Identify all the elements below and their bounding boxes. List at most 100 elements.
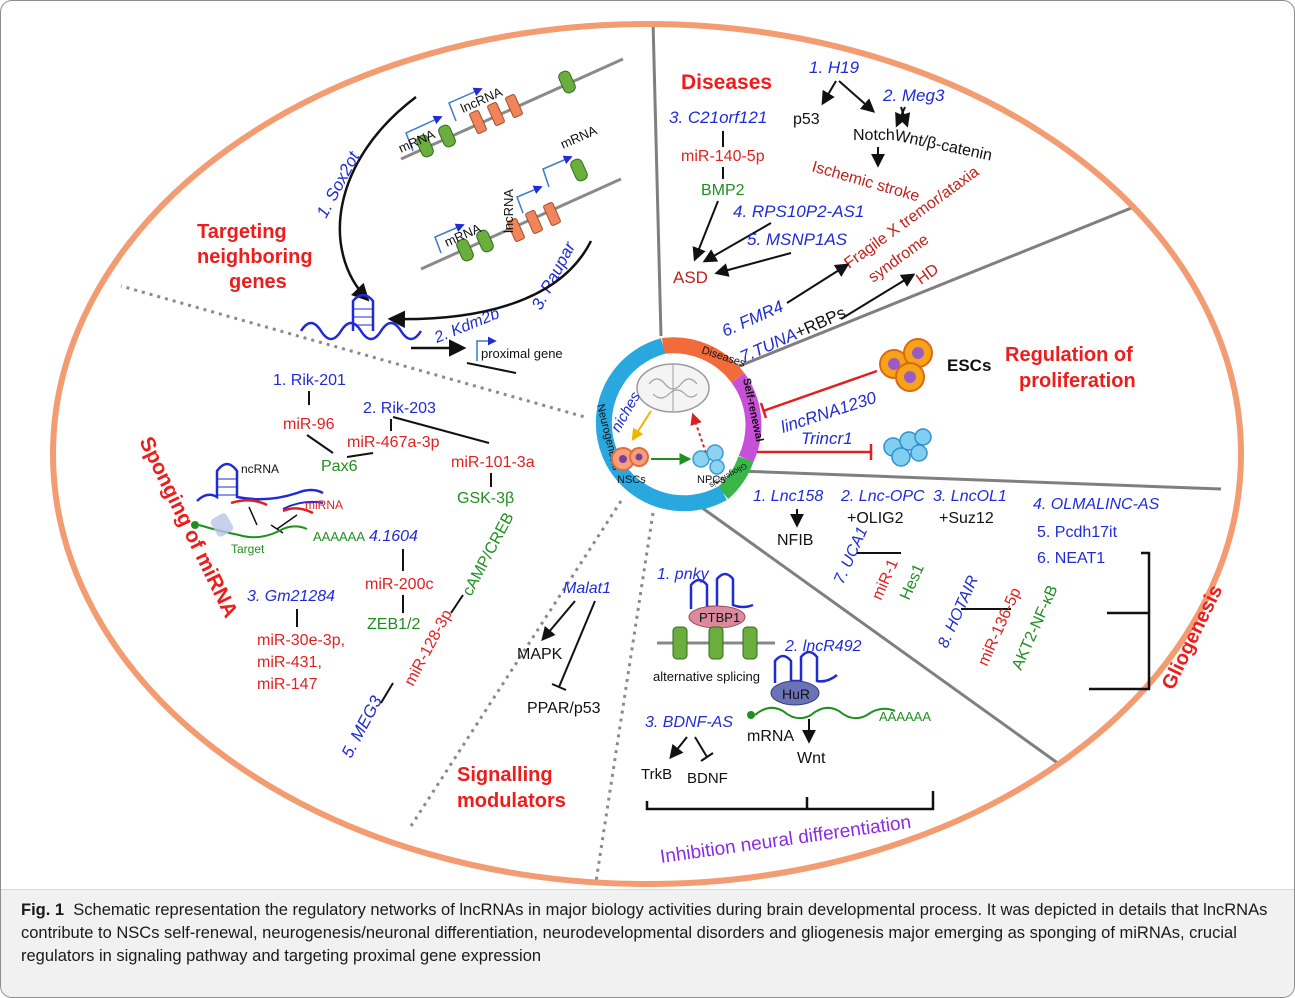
p53-label: p53 <box>793 111 820 128</box>
gm21284-label: 3. Gm21284 <box>247 588 335 605</box>
signalling-heading-1: Signalling <box>457 764 553 786</box>
section-signalling: Signalling modulators Malat1 MAPK PPAR/p… <box>457 580 611 812</box>
target-label: Target <box>231 542 265 556</box>
mir-101-3a-label: miR-101-3a <box>451 454 535 471</box>
msnp1as-label: 5. MSNP1AS <box>747 230 848 249</box>
camp-creb-label: cAMP/CREB <box>460 510 518 599</box>
gene-locus-1: mRNA lncRNA <box>396 70 576 158</box>
caption-text: Schematic representation the regulatory … <box>21 901 1268 965</box>
gliogenesis-heading: Gliogenesis <box>1158 582 1227 694</box>
gsk-3b-label: GSK-3β <box>457 490 514 507</box>
asd-label: ASD <box>673 268 708 287</box>
bdnf-label: BDNF <box>687 770 728 787</box>
mir-200c-label: miR-200c <box>365 576 433 593</box>
outer-oval <box>50 21 1244 887</box>
h19-label: 1. H19 <box>809 58 860 77</box>
figure-caption: Fig. 1 Schematic representation the regu… <box>1 889 1294 997</box>
targeting-heading-3: genes <box>229 271 287 293</box>
lnc158-label: 1. Lnc158 <box>753 488 823 505</box>
brain-icon <box>636 363 710 413</box>
ptbp1-label: PTBP1 <box>699 610 740 625</box>
neat1-label: 6. NEAT1 <box>1037 550 1105 567</box>
escs-cluster-icon <box>879 338 933 392</box>
diagram: Diseases Self-renewal Gliogenesis Neurog… <box>50 21 1244 887</box>
section-proliferation: Regulation of proliferation ESCs lincRNA… <box>757 338 1136 467</box>
signalling-heading-2: modulators <box>457 790 566 812</box>
bdnf-as-label: 3. BDNF-AS <box>645 714 733 731</box>
section-differentiation: 1. pnky PTBP1 alternative splicing 2. ln… <box>641 566 935 868</box>
polya-label-1: AAAAAA <box>313 529 365 544</box>
mir-96-label: miR-96 <box>283 416 335 433</box>
npcs-cell-icon <box>692 444 725 475</box>
proximal-gene-label: proximal gene <box>481 346 563 361</box>
polya-label-2: AAAAAA <box>879 709 931 724</box>
mir-147-label: miR-147 <box>257 676 318 693</box>
hur-label: HuR <box>782 686 810 702</box>
npcs-label: NPCs <box>697 474 726 486</box>
paupar-label: 3. Paupar <box>528 238 580 313</box>
mir-30e-3p-label: miR-30e-3p, <box>257 632 345 649</box>
proliferation-heading-2: proliferation <box>1019 370 1136 392</box>
hd-label: HD <box>913 261 942 288</box>
pnky-label: 1. pnky <box>657 566 710 583</box>
section-gliogenesis: 1. Lnc158 NFIB 2. Lnc-OPC +OLIG2 3. LncO… <box>753 488 1227 693</box>
targeting-heading-1: Targeting <box>197 221 287 243</box>
zeb-label: ZEB1/2 <box>367 616 420 633</box>
rps10p2-as1-label: 4. RPS10P2-AS1 <box>733 202 864 221</box>
lncr492-hur-illustration: HuR AAAAAA <box>747 650 931 724</box>
lncol1-label: 3. LncOL1 <box>933 488 1007 505</box>
mrna-label-hur: mRNA <box>747 728 794 745</box>
lnc-opc-label: 2. Lnc-OPC <box>840 488 925 505</box>
suz12-label: +Suz12 <box>939 510 994 527</box>
rik-203-label: 2. Rik-203 <box>363 400 436 417</box>
section-sponging: Sponging of miRNA 1. Rik-201 2. Rik-203 … <box>135 372 535 761</box>
c21orf121-label: 3. C21orf121 <box>669 108 767 127</box>
section-targeting: Targeting neighboring genes 1. Sox2ot mR… <box>197 57 624 374</box>
nfib-label: NFIB <box>777 532 813 549</box>
nscs-label: NSCs <box>617 474 646 486</box>
malat1-label: Malat1 <box>563 580 611 597</box>
differentiation-heading: Inhibition neural differentiation <box>659 812 913 868</box>
olmalinc-as-label: 4. OLMALINC-AS <box>1033 496 1160 513</box>
mirna-label: miRNA <box>305 498 343 512</box>
escs-label: ESCs <box>947 356 991 375</box>
mir-467a-3p-label: miR-467a-3p <box>347 434 440 451</box>
mirna-sponge-illustration: ncRNA miRNA Target AAAAAA <box>191 462 365 556</box>
nscs-cell-icon <box>611 447 649 471</box>
mir-140-5p-label: miR-140-5p <box>681 148 765 165</box>
lncrna-hairpin-icon <box>299 293 423 341</box>
pax6-label: Pax6 <box>321 458 358 475</box>
section-diseases: Diseases 1. H19 2. Meg3 p53 Notch Wnt/β-… <box>669 58 994 367</box>
proliferation-heading-1: Regulation of <box>1005 344 1133 366</box>
1604-label: 4.1604 <box>369 528 418 545</box>
uca1-label: 7. UCA1 <box>831 524 871 586</box>
sox2ot-label: 1. Sox2ot <box>313 147 364 220</box>
meg3-label: 2. Meg3 <box>882 86 945 105</box>
center-hub: Diseases Self-renewal Gliogenesis Neurog… <box>587 337 765 512</box>
wnt-label: Wnt <box>797 750 826 767</box>
caption-label: Fig. 1 <box>21 901 65 919</box>
pnky-ptbp1-illustration: PTBP1 <box>657 572 775 660</box>
lncr492-label: 2. lncR492 <box>784 638 862 655</box>
lncrna-label-2: lncRNA <box>501 189 516 233</box>
targeting-heading-2: neighboring <box>197 246 313 268</box>
hes1-label: Hes1 <box>897 561 928 602</box>
notch-label: Notch <box>853 127 895 144</box>
olig2-label: +OLIG2 <box>847 510 904 527</box>
mir-431-label: miR-431, <box>257 654 322 671</box>
diseases-heading: Diseases <box>681 71 772 94</box>
ppar-p53-label: PPAR/p53 <box>527 700 601 717</box>
ischemic-stroke-label: Ischemic stroke <box>810 159 922 206</box>
mapk-label: MAPK <box>517 646 563 663</box>
hotair-label: 8. HOTAIR <box>935 573 982 651</box>
trincr1-label: Trincr1 <box>801 429 853 448</box>
pcdh17it-label: 5. Pcdh17it <box>1037 524 1118 541</box>
mrna-label-3: mRNA <box>558 122 599 151</box>
alt-splicing-label: alternative splicing <box>653 669 760 684</box>
meg3-sponge-label: 5. MEG3 <box>338 692 387 761</box>
npcs-cluster-icon <box>883 428 932 467</box>
trkb-label: TrkB <box>641 766 672 783</box>
gene-locus-2: mRNA lncRNA mRNA <box>434 122 599 262</box>
wnt-catenin-label: Wnt/β-catenin <box>893 127 993 164</box>
